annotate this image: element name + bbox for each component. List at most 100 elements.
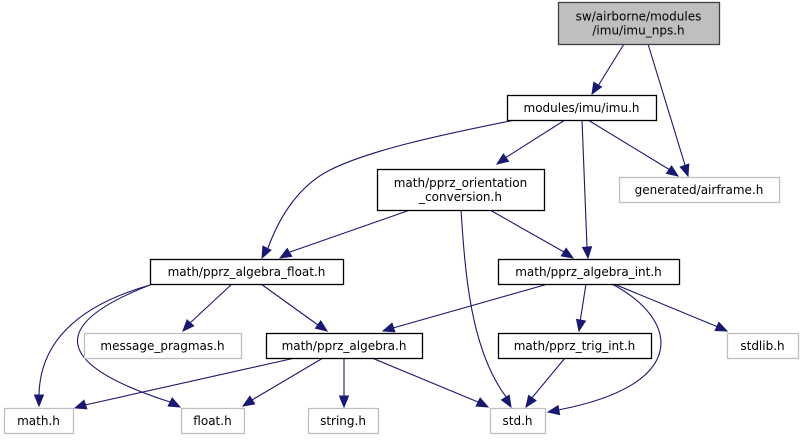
node-label: string.h bbox=[320, 414, 366, 428]
edge-line bbox=[38, 284, 151, 396]
edge-line bbox=[371, 357, 479, 403]
arrowhead-icon bbox=[475, 397, 490, 408]
node-box bbox=[497, 332, 653, 360]
node-label: float.h bbox=[193, 414, 231, 428]
arrowhead-icon bbox=[278, 247, 293, 259]
node-box bbox=[307, 407, 380, 435]
edge-line bbox=[251, 357, 324, 401]
node-label: modules/imu/imu.h bbox=[524, 101, 640, 115]
edge-line bbox=[489, 209, 565, 253]
edge-algebra_int-to-stdlib bbox=[613, 283, 729, 332]
arrowhead-icon bbox=[261, 245, 272, 260]
node-label: /imu/imu_nps.h bbox=[592, 24, 684, 38]
node-label: math/pprz_algebra.h bbox=[282, 339, 407, 353]
arrowhead-icon bbox=[241, 395, 256, 407]
edge-algebra_float-to-message_pragmas bbox=[182, 283, 233, 332]
arrowhead-icon bbox=[73, 399, 88, 410]
edge-line bbox=[647, 43, 686, 166]
node-stdlib: stdlib.h bbox=[726, 332, 800, 360]
node-std: std.h bbox=[489, 407, 547, 435]
arrowhead-icon bbox=[714, 321, 729, 332]
edge-imu_nps-to-imu bbox=[591, 43, 625, 96]
edge-trig_int-to-std bbox=[525, 357, 566, 409]
arrowhead-icon bbox=[679, 163, 690, 178]
edge-line bbox=[557, 283, 662, 411]
node-algebra[interactable]: math/pprz_algebra.h bbox=[265, 332, 424, 360]
arrowhead-icon bbox=[182, 318, 195, 332]
node-orientation[interactable]: math/pprz_orientation_conversion.h bbox=[376, 168, 546, 212]
edge-line bbox=[460, 209, 508, 399]
edge-algebra_int-to-std bbox=[546, 283, 662, 416]
edge-algebra_float-to-float bbox=[77, 284, 182, 408]
arrowhead-icon bbox=[500, 394, 512, 409]
edge-line bbox=[189, 283, 233, 324]
arrowhead-icon bbox=[381, 322, 396, 333]
arrowhead-icon bbox=[495, 153, 510, 165]
node-box bbox=[489, 407, 547, 435]
node-box bbox=[149, 258, 345, 286]
edge-algebra-to-string bbox=[338, 358, 350, 409]
node-label: math/pprz_trig_int.h bbox=[514, 339, 636, 353]
node-algebra-float[interactable]: math/pprz_algebra_float.h bbox=[149, 258, 345, 286]
edge-line bbox=[504, 119, 566, 159]
edge-line bbox=[260, 283, 319, 326]
node-string: string.h bbox=[307, 407, 380, 435]
node-message-pragmas: message_pragmas.h bbox=[83, 332, 243, 360]
node-label: std.h bbox=[503, 414, 533, 428]
node-imu[interactable]: modules/imu/imu.h bbox=[506, 94, 658, 122]
node-label: math/pprz_algebra_int.h bbox=[515, 265, 662, 279]
edge-imu_nps-to-airframe bbox=[647, 43, 690, 178]
edge-line bbox=[597, 43, 625, 87]
node-box bbox=[3, 407, 75, 435]
node-box bbox=[265, 332, 424, 360]
arrowhead-icon bbox=[525, 394, 537, 409]
node-algebra-int[interactable]: math/pprz_algebra_int.h bbox=[497, 258, 681, 286]
edge-algebra_int-to-trig_int bbox=[575, 283, 587, 333]
edge-algebra_float-to-math bbox=[33, 284, 151, 408]
arrowhead-icon bbox=[591, 81, 603, 96]
edge-imu-to-algebra_float bbox=[261, 119, 516, 260]
node-box bbox=[506, 94, 658, 122]
arrowhead-icon bbox=[314, 319, 329, 332]
node-box bbox=[557, 1, 721, 46]
edges-layer bbox=[33, 43, 729, 416]
node-box bbox=[618, 176, 781, 204]
edge-line bbox=[587, 119, 671, 171]
arrowhead-icon bbox=[560, 247, 575, 259]
edge-line bbox=[579, 283, 587, 323]
node-label: sw/airborne/modules bbox=[576, 10, 702, 24]
edge-orientation-to-algebra_int bbox=[489, 209, 575, 259]
node-label: message_pragmas.h bbox=[100, 339, 224, 353]
node-label: _conversion.h bbox=[418, 190, 502, 204]
node-airframe: generated/airframe.h bbox=[618, 176, 781, 204]
edge-algebra_float-to-algebra bbox=[260, 283, 329, 332]
node-trig-int[interactable]: math/pprz_trig_int.h bbox=[497, 332, 653, 360]
edge-orientation-to-algebra_float bbox=[278, 209, 411, 259]
arrowhead-icon bbox=[665, 165, 680, 177]
edge-imu-to-airframe bbox=[587, 119, 680, 177]
node-box bbox=[83, 332, 243, 360]
edge-algebra-to-std bbox=[371, 357, 490, 408]
edge-line bbox=[267, 119, 516, 249]
arrowhead-icon bbox=[33, 394, 45, 408]
edge-algebra-to-math bbox=[73, 357, 296, 410]
node-label: math/pprz_orientation bbox=[394, 176, 528, 190]
node-label: math.h bbox=[17, 414, 60, 428]
edge-line bbox=[613, 283, 719, 328]
edge-algebra_int-to-algebra bbox=[381, 283, 549, 333]
node-imu-nps[interactable]: sw/airborne/modules/imu/imu_nps.h bbox=[557, 1, 721, 46]
node-box bbox=[180, 407, 246, 435]
arrowhead-icon bbox=[338, 395, 350, 409]
node-box bbox=[376, 168, 546, 212]
edge-line bbox=[289, 209, 411, 253]
arrowhead-icon bbox=[581, 246, 593, 260]
edge-imu-to-orientation bbox=[495, 119, 566, 165]
arrowhead-icon bbox=[546, 404, 561, 416]
edge-algebra-to-float bbox=[241, 357, 324, 407]
node-label: generated/airframe.h bbox=[635, 183, 764, 197]
node-box bbox=[726, 332, 800, 360]
node-float: float.h bbox=[180, 407, 246, 435]
arrowhead-icon bbox=[575, 318, 587, 333]
edge-line bbox=[77, 284, 171, 403]
